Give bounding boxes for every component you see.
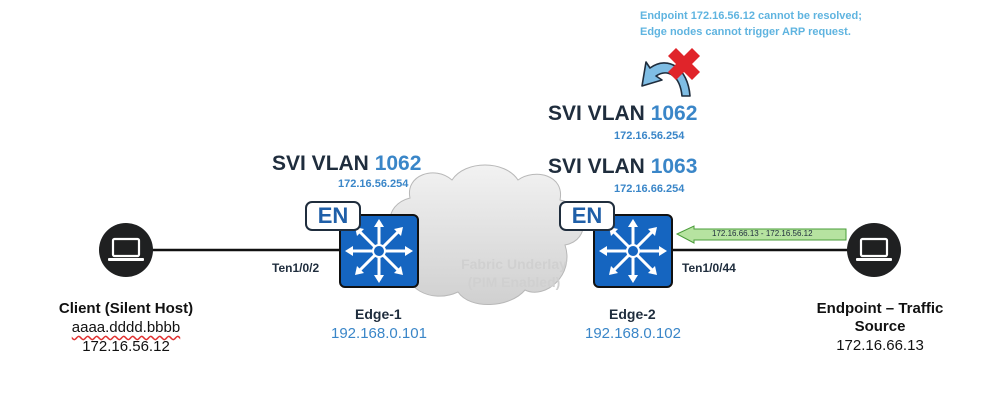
edge2-svi1-prefix: SVI VLAN bbox=[548, 102, 645, 125]
edge1-svi-prefix: SVI VLAN bbox=[272, 152, 369, 175]
cloud-line-1: Fabric Underlay bbox=[461, 256, 567, 272]
edge1-svi-ip: 172.16.56.254 bbox=[338, 178, 409, 190]
note-line-2: Edge nodes cannot trigger ARP request. bbox=[640, 25, 851, 38]
arp-failure-note: Endpoint 172.16.56.12 cannot be resolved… bbox=[640, 9, 862, 41]
endpoint-title-line-1: Endpoint – Traffic bbox=[816, 300, 944, 317]
client-mac: aaaa.dddd.bbbb bbox=[71, 319, 181, 336]
fail-x-icon bbox=[668, 48, 700, 80]
edge2-en-badge: EN bbox=[559, 201, 615, 231]
traffic-flow-arrow bbox=[675, 225, 847, 244]
endpoint-title-line-2: Source bbox=[854, 318, 906, 335]
traffic-flow-label: 172.16.66.13 - 172.16.56.12 bbox=[712, 229, 813, 238]
edge1-svi-vlan: 1062 bbox=[374, 152, 422, 175]
client-laptop-icon[interactable] bbox=[99, 223, 153, 277]
edge2-svi1-title: SVI VLAN 1062 bbox=[548, 103, 697, 124]
edge2-svi1-vlan: 1062 bbox=[650, 102, 698, 125]
endpoint-info: Endpoint – Traffic Source 172.16.66.13 bbox=[800, 301, 960, 353]
edge1-ip: 192.168.0.101 bbox=[331, 325, 427, 342]
endpoint-ip: 172.16.66.13 bbox=[836, 337, 924, 354]
edge1-switch-icon[interactable] bbox=[339, 214, 419, 288]
edge1-svi-title: SVI VLAN 1062 bbox=[272, 153, 421, 174]
edge2-port-label: Ten1/0/44 bbox=[682, 261, 736, 275]
edge2-svi2-prefix: SVI VLAN bbox=[548, 155, 645, 178]
edge2-svi2-vlan: 1063 bbox=[650, 155, 698, 178]
edge2-ip: 192.168.0.102 bbox=[585, 325, 681, 342]
endpoint-laptop-icon[interactable] bbox=[847, 223, 901, 277]
fabric-underlay-label: Fabric Underlay (PIM Enabled) bbox=[444, 255, 584, 291]
edge2-svi2-title: SVI VLAN 1063 bbox=[548, 156, 697, 177]
client-info: Client (Silent Host) aaaa.dddd.bbbb 172.… bbox=[46, 301, 206, 354]
edge1-name: Edge-1 bbox=[355, 306, 402, 322]
edge2-switch-icon[interactable] bbox=[593, 214, 673, 288]
edge2-svi1-ip: 172.16.56.254 bbox=[614, 130, 685, 142]
client-title: Client (Silent Host) bbox=[58, 300, 194, 317]
edge2-name: Edge-2 bbox=[609, 306, 656, 322]
client-ip: 172.16.56.12 bbox=[82, 338, 170, 355]
edge1-en-badge: EN bbox=[305, 201, 361, 231]
cloud-line-2: (PIM Enabled) bbox=[467, 274, 561, 291]
edge1-port-label: Ten1/0/2 bbox=[272, 261, 320, 275]
note-line-1: Endpoint 172.16.56.12 cannot be resolved… bbox=[640, 10, 862, 22]
edge2-svi2-ip: 172.16.66.254 bbox=[614, 183, 685, 195]
